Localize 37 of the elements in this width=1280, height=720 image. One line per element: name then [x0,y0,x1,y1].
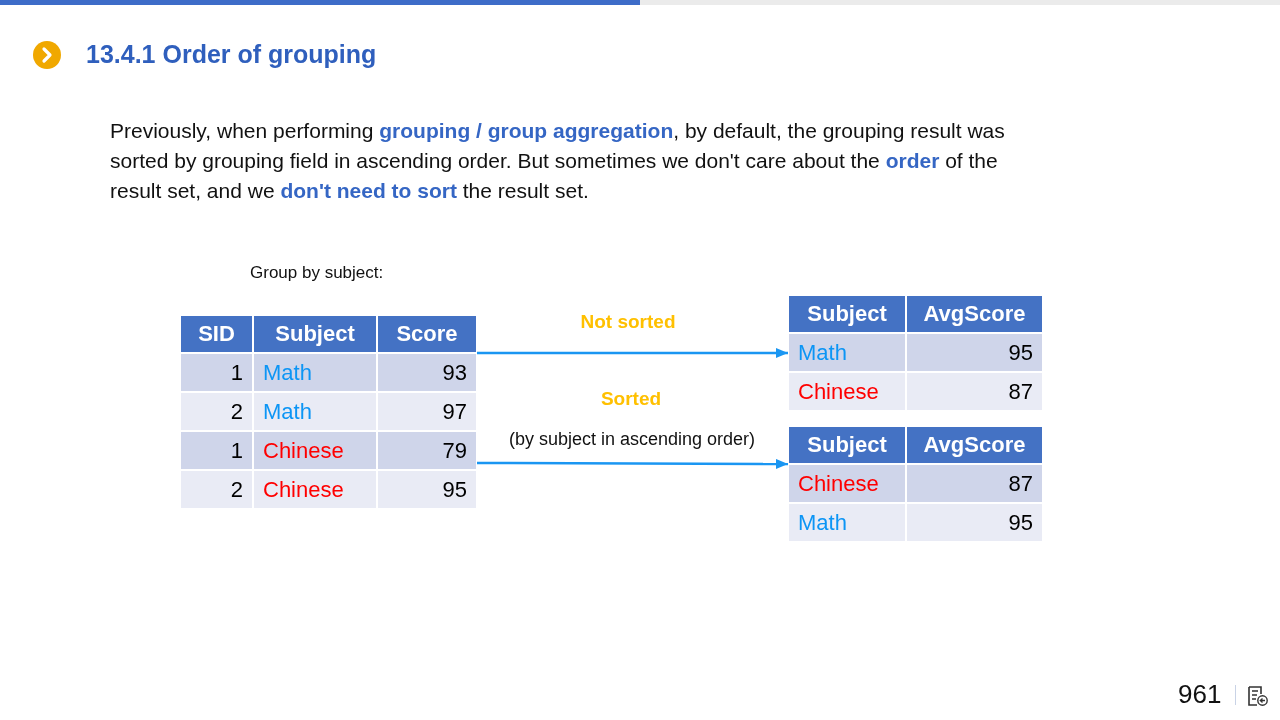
table-cell: Chinese [789,373,905,410]
table-cell: 93 [378,354,476,391]
header-cell: Subject [789,296,905,332]
page-number: 961 [1178,678,1222,710]
table-cell: Chinese [254,432,376,469]
paragraph: Previously, when performing grouping / group aggregation, by default, the grouping result was sorted by grouping field in ascending order. But sometimes we don't care about the order of the result set, and we don't need to sort the result set. [110,118,1006,204]
data-table [789,427,1042,541]
table-cell: 2 [181,393,252,430]
header-cell: Score [378,316,476,352]
table-cell: 79 [378,432,476,469]
header-cell: Subject [254,316,376,352]
arrow [477,458,788,469]
header-cell: AvgScore [907,296,1042,332]
table-cell: 2 [181,471,252,508]
table-cell: 95 [907,504,1042,541]
table-cell: Chinese [789,465,905,502]
table-cell: Math [254,354,376,391]
slide-title: 13.4.1 Order of grouping [86,39,377,70]
header-cell: AvgScore [907,427,1042,463]
table-cell: Math [254,393,376,430]
table-cell: 87 [907,373,1042,410]
data-table [789,296,1042,410]
table-cell: Chinese [254,471,376,508]
table-cell: 1 [181,432,252,469]
table-cell: 97 [378,393,476,430]
table-cell: 95 [378,471,476,508]
header-cell: SID [181,316,252,352]
caption-text: Group by subject: [250,262,384,284]
table-cell: Math [789,334,905,371]
data-table [181,316,476,508]
arrow [477,348,788,358]
table-cell: 87 [907,465,1042,502]
note-text: (by subject in ascending order) [508,428,756,451]
table-cell: Math [789,504,905,541]
header-cell: Subject [789,427,905,463]
table-cell: 1 [181,354,252,391]
table-cell: 95 [907,334,1042,371]
